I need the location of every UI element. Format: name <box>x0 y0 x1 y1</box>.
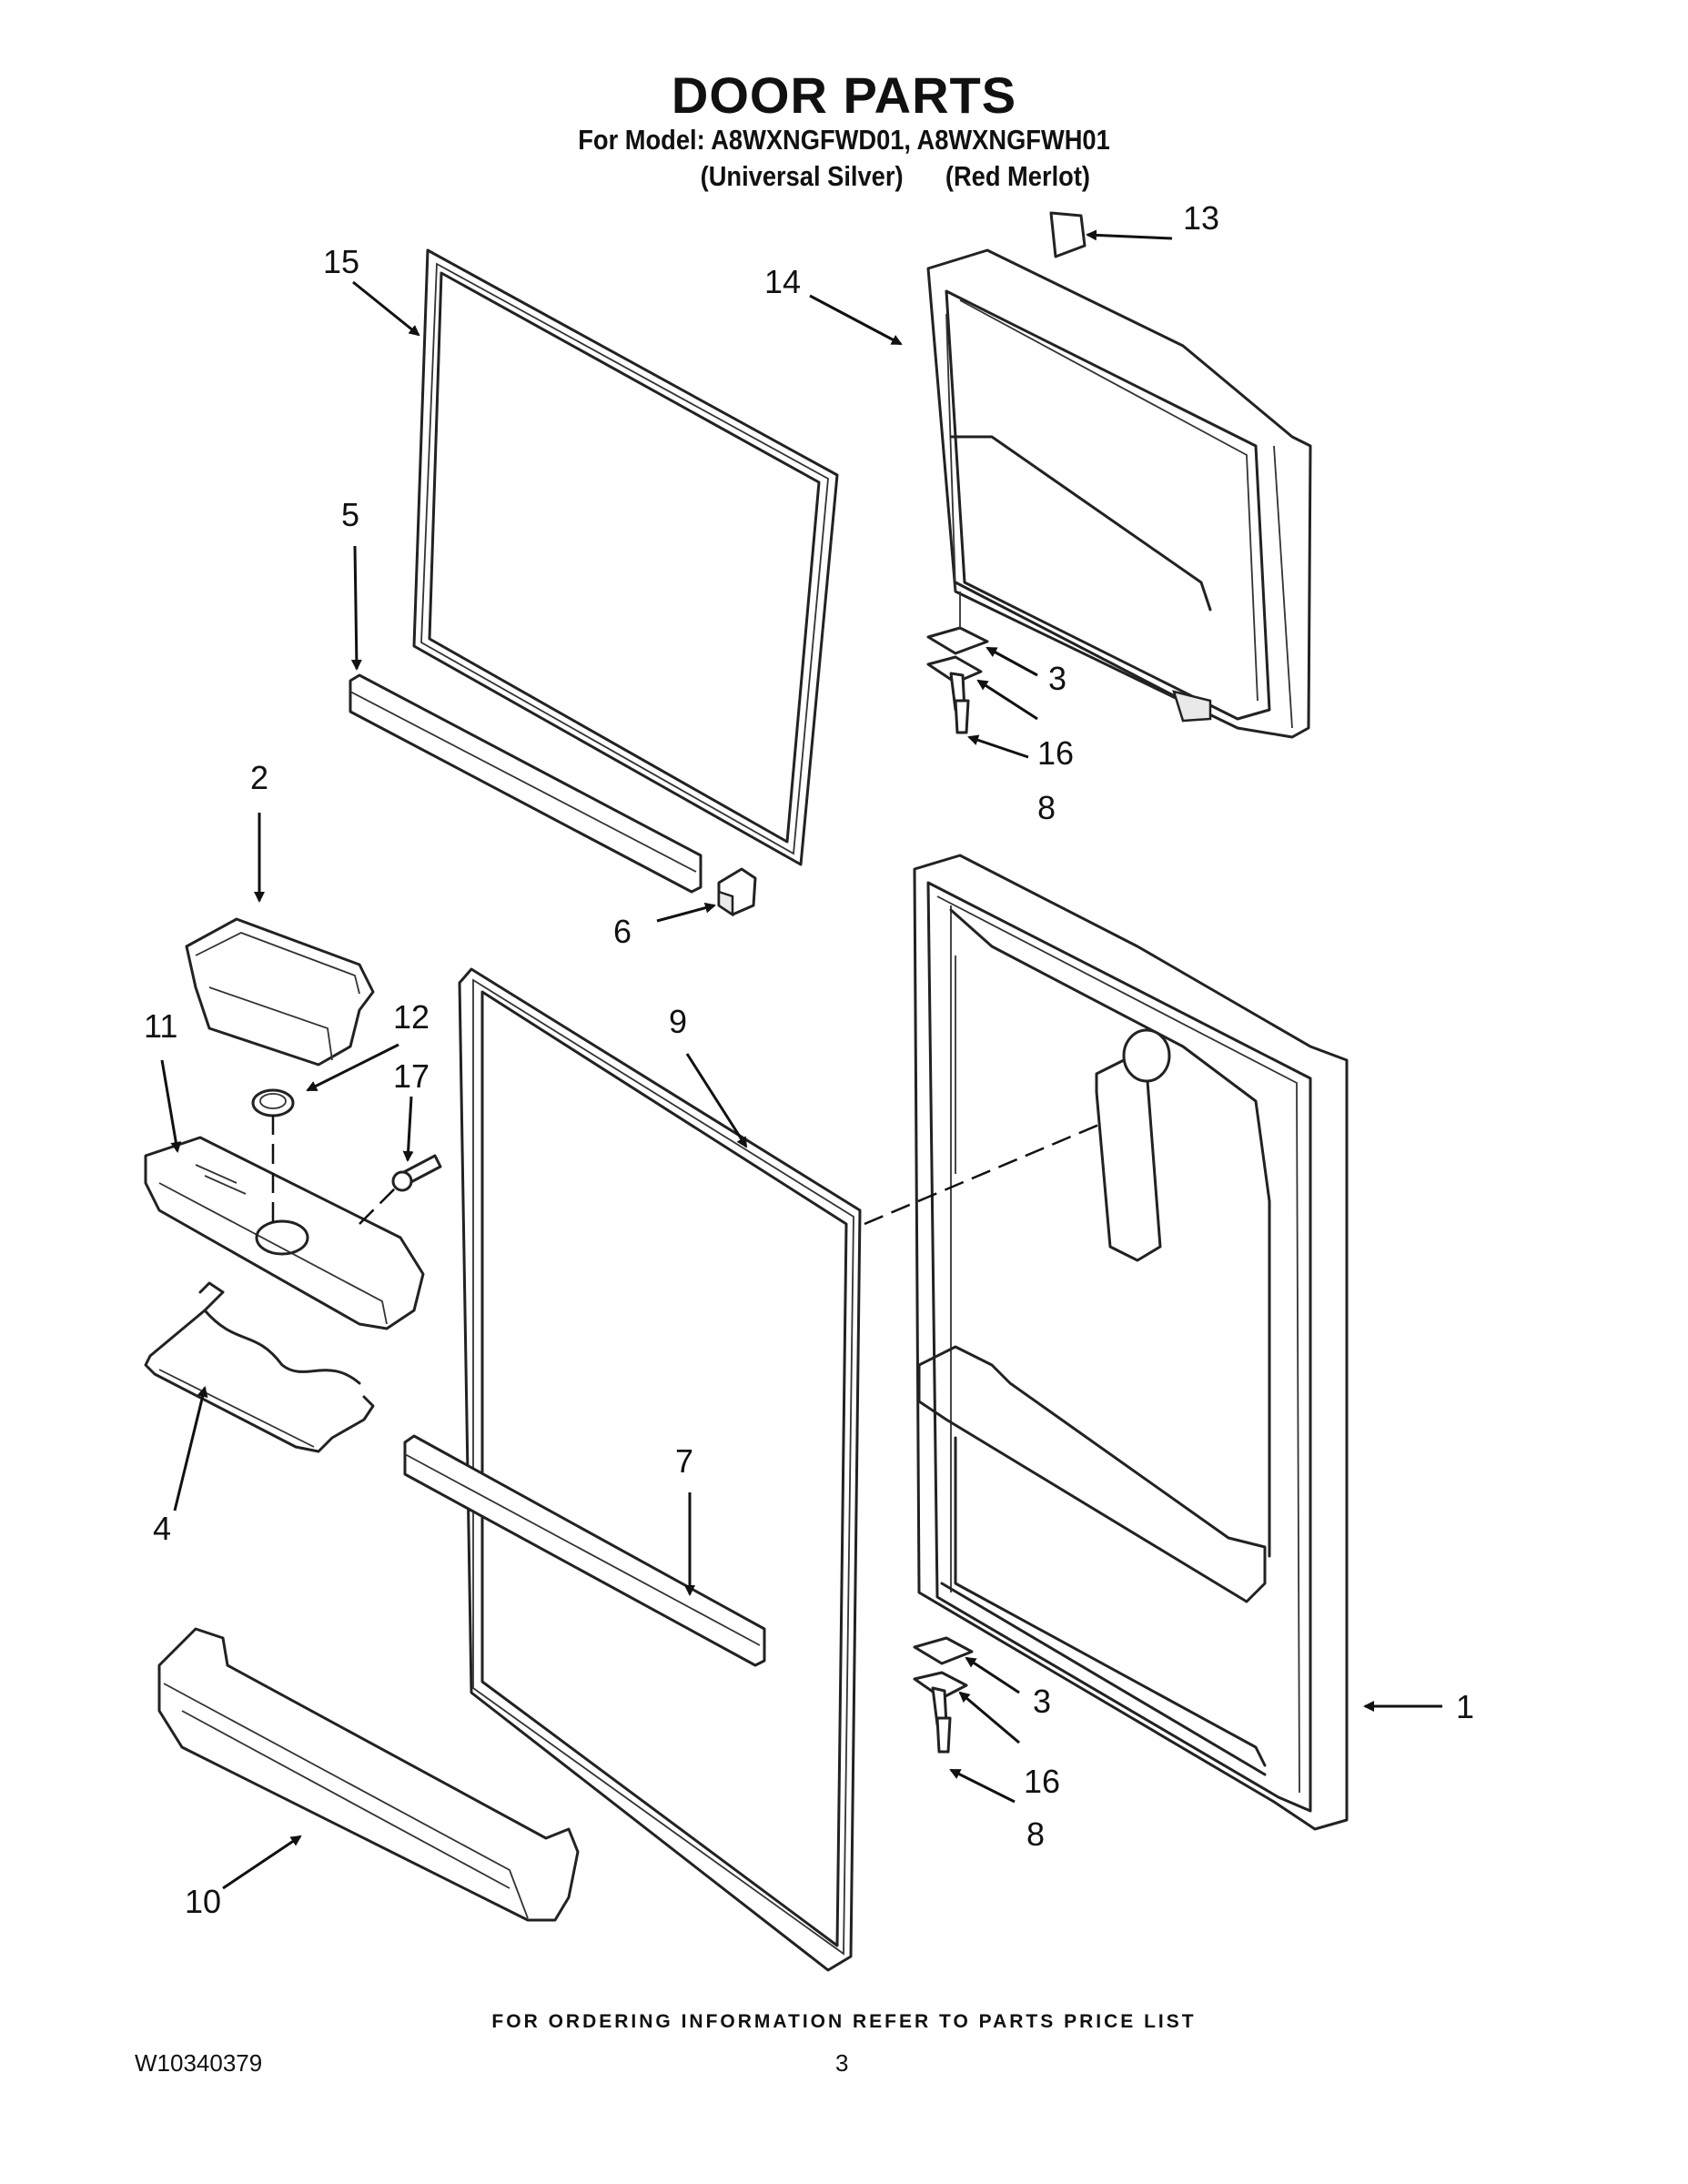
callout-8-bottom: 8 <box>1026 1815 1045 1853</box>
leader-9 <box>864 1122 1102 1226</box>
part-17-pin <box>391 1154 442 1192</box>
callout-12: 12 <box>393 998 430 1036</box>
callout-16-top: 16 <box>1037 734 1074 772</box>
leader-17 <box>359 1182 401 1225</box>
part-6-clip <box>717 867 757 917</box>
hinge-assembly-top <box>926 592 989 734</box>
callout-7: 7 <box>675 1442 693 1480</box>
callout-3-bottom: 3 <box>1033 1683 1051 1720</box>
model-line: For Model: A8WXNGFWD01, A8WXNGFWH01 <box>578 124 1110 156</box>
part-5-gasket-strip <box>349 673 702 894</box>
hinge-assembly-bottom <box>913 1636 974 1754</box>
document-number: W10340379 <box>135 2049 263 2077</box>
part-2-bin <box>185 917 375 1067</box>
part-4-wire-rack <box>144 1281 375 1453</box>
callout-1: 1 <box>1456 1688 1474 1725</box>
part-11-housing <box>144 1136 425 1330</box>
part-9-fresh-food-gasket <box>458 967 862 1972</box>
callout-17: 17 <box>393 1057 430 1095</box>
callout-3-top: 3 <box>1048 660 1066 697</box>
ordering-note: FOR ORDERING INFORMATION REFER TO PARTS … <box>491 2011 1197 2032</box>
color-red-merlot: (Red Merlot) <box>945 160 1090 192</box>
callout-13: 13 <box>1183 199 1219 237</box>
callout-14: 14 <box>764 263 801 300</box>
callout-11: 11 <box>144 1007 177 1045</box>
part-13-label <box>1049 211 1087 258</box>
page-title: DOOR PARTS <box>671 66 1017 124</box>
part-15-freezer-gasket <box>412 248 839 866</box>
model-colors: (Universal Silver) (Red Merlot) <box>101 160 1586 193</box>
callout-8-top: 8 <box>1037 789 1056 826</box>
part-14-freezer-door <box>926 248 1312 739</box>
part-7-gasket-strip <box>403 1434 766 1667</box>
part-10-door-bin <box>157 1627 580 1922</box>
callout-10: 10 <box>185 1883 221 1920</box>
callout-4: 4 <box>153 1510 171 1547</box>
callout-15: 15 <box>323 243 359 280</box>
callout-6: 6 <box>613 913 632 950</box>
part-12-knob <box>251 1088 295 1117</box>
callout-5: 5 <box>341 496 359 533</box>
callout-16-bottom: 16 <box>1024 1763 1060 1800</box>
page-number: 3 <box>835 2049 849 2077</box>
part-1-fresh-food-door <box>913 854 1349 1831</box>
callout-arrows <box>160 229 1442 1890</box>
color-universal-silver: (Universal Silver) <box>700 160 904 192</box>
callout-2: 2 <box>250 759 268 796</box>
callout-9: 9 <box>669 1003 687 1040</box>
